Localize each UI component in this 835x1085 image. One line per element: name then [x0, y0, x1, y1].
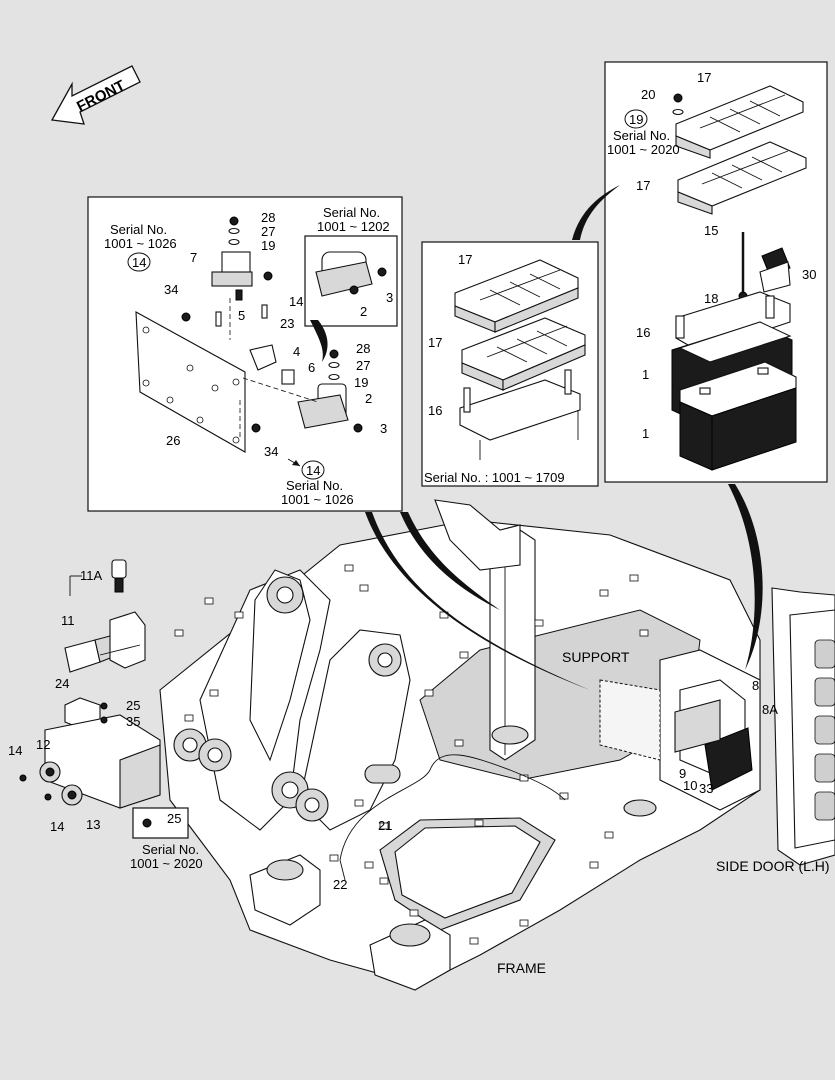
left-serial-c-ref: 14: [306, 463, 320, 478]
mid-callout-17-top: 17: [458, 252, 472, 267]
label-support: SUPPORT: [562, 649, 630, 665]
frame-callouts: 11A 11 24 25 35 14 12 14 13 21 22 8 8A 9…: [8, 568, 778, 892]
worklight-group: [19, 559, 161, 809]
callout-24: 24: [55, 676, 69, 691]
callout-2-box: 2: [360, 304, 367, 319]
right-callout-16: 16: [636, 325, 650, 340]
callout-34-top: 34: [164, 282, 178, 297]
right-callout-18: 18: [704, 291, 718, 306]
right-callout-30: 30: [802, 267, 816, 282]
callout-7: 7: [190, 250, 197, 265]
right-serial-label: Serial No.: [613, 128, 670, 143]
callout-19-bottom: 19: [354, 375, 368, 390]
mid-caption: Serial No. : 1001 ~ 1709: [424, 470, 565, 485]
right-callout-20: 20: [641, 87, 655, 102]
left-serial-b-range: 1001 ~ 1202: [317, 219, 390, 234]
detail-right: 20 19 Serial No. 1001 ~ 2020 17 17 15 30…: [604, 61, 828, 483]
callout-27-bottom: 27: [356, 358, 370, 373]
upper-frame: [159, 499, 761, 991]
callout-23: 23: [280, 316, 294, 331]
callout-26: 26: [166, 433, 180, 448]
detail-connectors: [310, 185, 763, 690]
right-callout-15: 15: [704, 223, 718, 238]
callout-14-horn-bottom: 14: [50, 819, 64, 834]
callout-3-bottom: 3: [380, 421, 387, 436]
callout-27-top: 27: [261, 224, 275, 239]
callout-19-top: 19: [261, 238, 275, 253]
left-serial-a-range: 1001 ~ 1026: [104, 236, 177, 251]
label-side-door: SIDE DOOR (L.H): [716, 858, 830, 874]
right-callout-17-lower: 17: [636, 178, 650, 193]
left-serial-c-range: 1001 ~ 1026: [281, 492, 354, 507]
label-frame: FRAME: [497, 960, 546, 976]
left-serial-c-label: Serial No.: [286, 478, 343, 493]
callout-9: 9: [679, 766, 686, 781]
callout-35: 35: [126, 714, 140, 729]
callout-22: 22: [333, 877, 347, 892]
callout-21: 21: [378, 818, 392, 833]
right-callout-1-lower: 1: [642, 426, 649, 441]
callout-33: 33: [699, 781, 713, 796]
horn-serial-label: Serial No.: [142, 842, 199, 857]
left-serial-a-label: Serial No.: [110, 222, 167, 237]
left-serial-b-label: Serial No.: [323, 205, 380, 220]
callout-25: 25: [126, 698, 140, 713]
callout-8: 8: [752, 678, 759, 693]
callout-28-bottom: 28: [356, 341, 370, 356]
callout-11: 11: [61, 613, 75, 628]
horn-callout-25: 25: [167, 811, 181, 826]
detail-middle: 17 17 16 Serial No. : 1001 ~ 1709: [421, 241, 599, 487]
right-serial-range: 1001 ~ 2020: [607, 142, 680, 157]
detail-left: Serial No. 1001 ~ 1026 14 Serial No. 100…: [87, 196, 403, 512]
callout-34-bottom: 34: [264, 444, 278, 459]
mid-callout-17-lower: 17: [428, 335, 442, 350]
callout-10: 10: [683, 778, 697, 793]
horn-serial-box: 25 Serial No. 1001 ~ 2020: [130, 807, 203, 871]
callout-28-top: 28: [261, 210, 275, 225]
front-arrow: FRONT: [50, 65, 141, 125]
callout-14-horn-top: 14: [8, 743, 22, 758]
callout-3-box: 3: [386, 290, 393, 305]
left-serial-a-ref: 14: [132, 255, 146, 270]
horn-serial-range: 1001 ~ 2020: [130, 856, 203, 871]
side-door: [771, 587, 835, 866]
callout-12: 12: [36, 737, 50, 752]
callout-13: 13: [86, 817, 100, 832]
callout-11A: 11A: [80, 568, 102, 583]
callout-5: 5: [238, 308, 245, 323]
callout-6: 6: [308, 360, 315, 375]
right-callout-1-upper: 1: [642, 367, 649, 382]
mid-callout-16: 16: [428, 403, 442, 418]
callout-14-left: 14: [289, 294, 303, 309]
right-callout-17-top: 17: [697, 70, 711, 85]
callout-4: 4: [293, 344, 300, 359]
callout-8A: 8A: [762, 702, 778, 717]
right-serial-ref: 19: [629, 112, 643, 127]
callout-2-bottom: 2: [365, 391, 372, 406]
